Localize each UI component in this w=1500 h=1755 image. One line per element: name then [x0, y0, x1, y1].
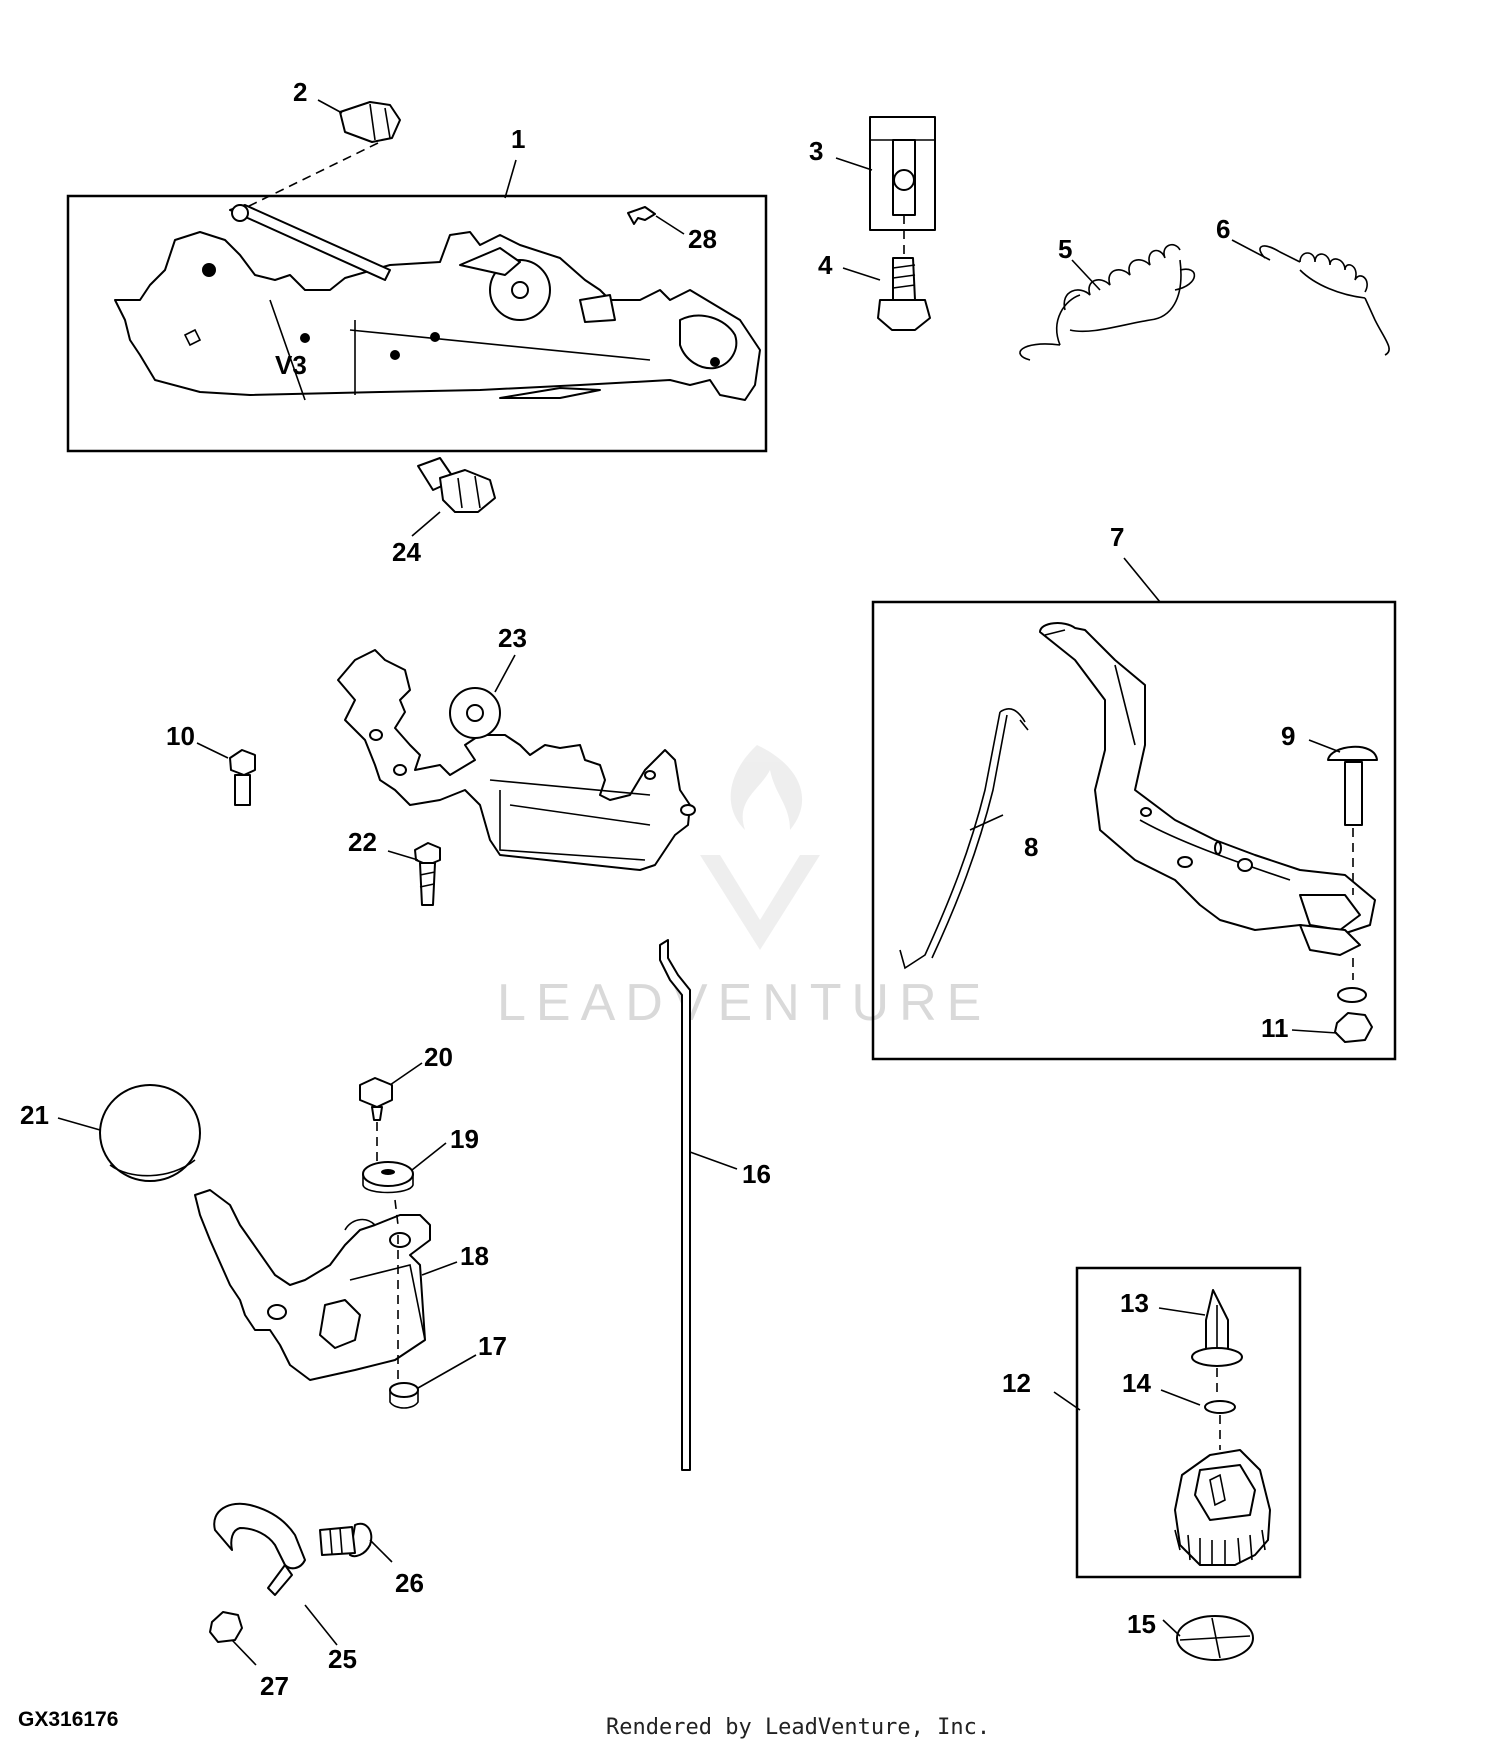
- leader-lines: [57, 99, 1341, 1666]
- part-24-bolt[interactable]: [417, 457, 496, 513]
- footer-credit: Rendered by LeadVenture, Inc.: [606, 1715, 990, 1740]
- callout-25: 25: [328, 1644, 357, 1674]
- engraved-v3: V3: [275, 350, 307, 380]
- part-21-knob[interactable]: [99, 1084, 201, 1182]
- part-26-bolt[interactable]: [319, 1522, 373, 1558]
- callout-8: 8: [1024, 832, 1038, 862]
- callout-12: 12: [1002, 1368, 1031, 1398]
- callout-10: 10: [166, 721, 195, 751]
- watermark-text: LEADVENTURE: [497, 974, 991, 1032]
- part-16-rod[interactable]: [659, 939, 691, 1471]
- callout-21: 21: [20, 1100, 49, 1130]
- callout-14: 14: [1122, 1368, 1151, 1398]
- callout-13: 13: [1120, 1288, 1149, 1318]
- callout-4: 4: [818, 250, 833, 280]
- figure-code: GX316176: [18, 1708, 118, 1731]
- part-20-screw[interactable]: [359, 1077, 393, 1162]
- part-27-nut[interactable]: [209, 1611, 243, 1643]
- callout-28: 28: [688, 224, 717, 254]
- callout-26: 26: [395, 1568, 424, 1598]
- part-22-screw[interactable]: [414, 842, 441, 906]
- part-25-clamp[interactable]: [213, 1502, 306, 1596]
- part-5-spring[interactable]: [1019, 243, 1196, 361]
- part-28-clip[interactable]: [627, 206, 656, 225]
- callout-9: 9: [1281, 721, 1295, 751]
- part-3-cable-bracket[interactable]: [869, 116, 936, 231]
- part-15-cap-disc[interactable]: [1176, 1615, 1254, 1661]
- part-23-bracket[interactable]: [337, 649, 696, 871]
- callout-20: 20: [424, 1042, 453, 1072]
- callout-15: 15: [1127, 1609, 1156, 1639]
- part-19-washer[interactable]: [362, 1161, 414, 1226]
- callout-22: 22: [348, 827, 377, 857]
- callout-11: 11: [1261, 1013, 1289, 1043]
- part-1-control-bracket-assembly[interactable]: V3: [66, 194, 768, 453]
- part-18-throttle-lever[interactable]: [194, 1189, 431, 1381]
- callout-24: 24: [392, 537, 421, 567]
- callout-7: 7: [1110, 522, 1124, 552]
- callout-16: 16: [742, 1159, 771, 1189]
- callout-labels: 1 2 3 4 5 6 7 8 9 10 11 12 13 14 15 16 1…: [20, 77, 1295, 1701]
- callout-3: 3: [809, 136, 823, 166]
- watermark-logo: [700, 745, 820, 950]
- part-12-gear-assembly[interactable]: [1075, 1266, 1302, 1579]
- part-2-cable-fitting[interactable]: [244, 101, 401, 209]
- callout-18: 18: [460, 1241, 489, 1271]
- callout-2: 2: [293, 77, 307, 107]
- callout-19: 19: [450, 1124, 479, 1154]
- callout-6: 6: [1216, 214, 1230, 244]
- part-7-control-lever-assembly[interactable]: [871, 600, 1397, 1061]
- part-10-bolt[interactable]: [229, 749, 256, 806]
- part-17-nut[interactable]: [389, 1382, 419, 1409]
- callout-5: 5: [1058, 234, 1072, 264]
- callout-23: 23: [498, 623, 527, 653]
- callout-17: 17: [478, 1331, 507, 1361]
- callout-27: 27: [260, 1671, 289, 1701]
- part-6-spring[interactable]: [1259, 245, 1390, 356]
- callout-1: 1: [511, 124, 525, 154]
- part-4-screw[interactable]: [877, 215, 931, 331]
